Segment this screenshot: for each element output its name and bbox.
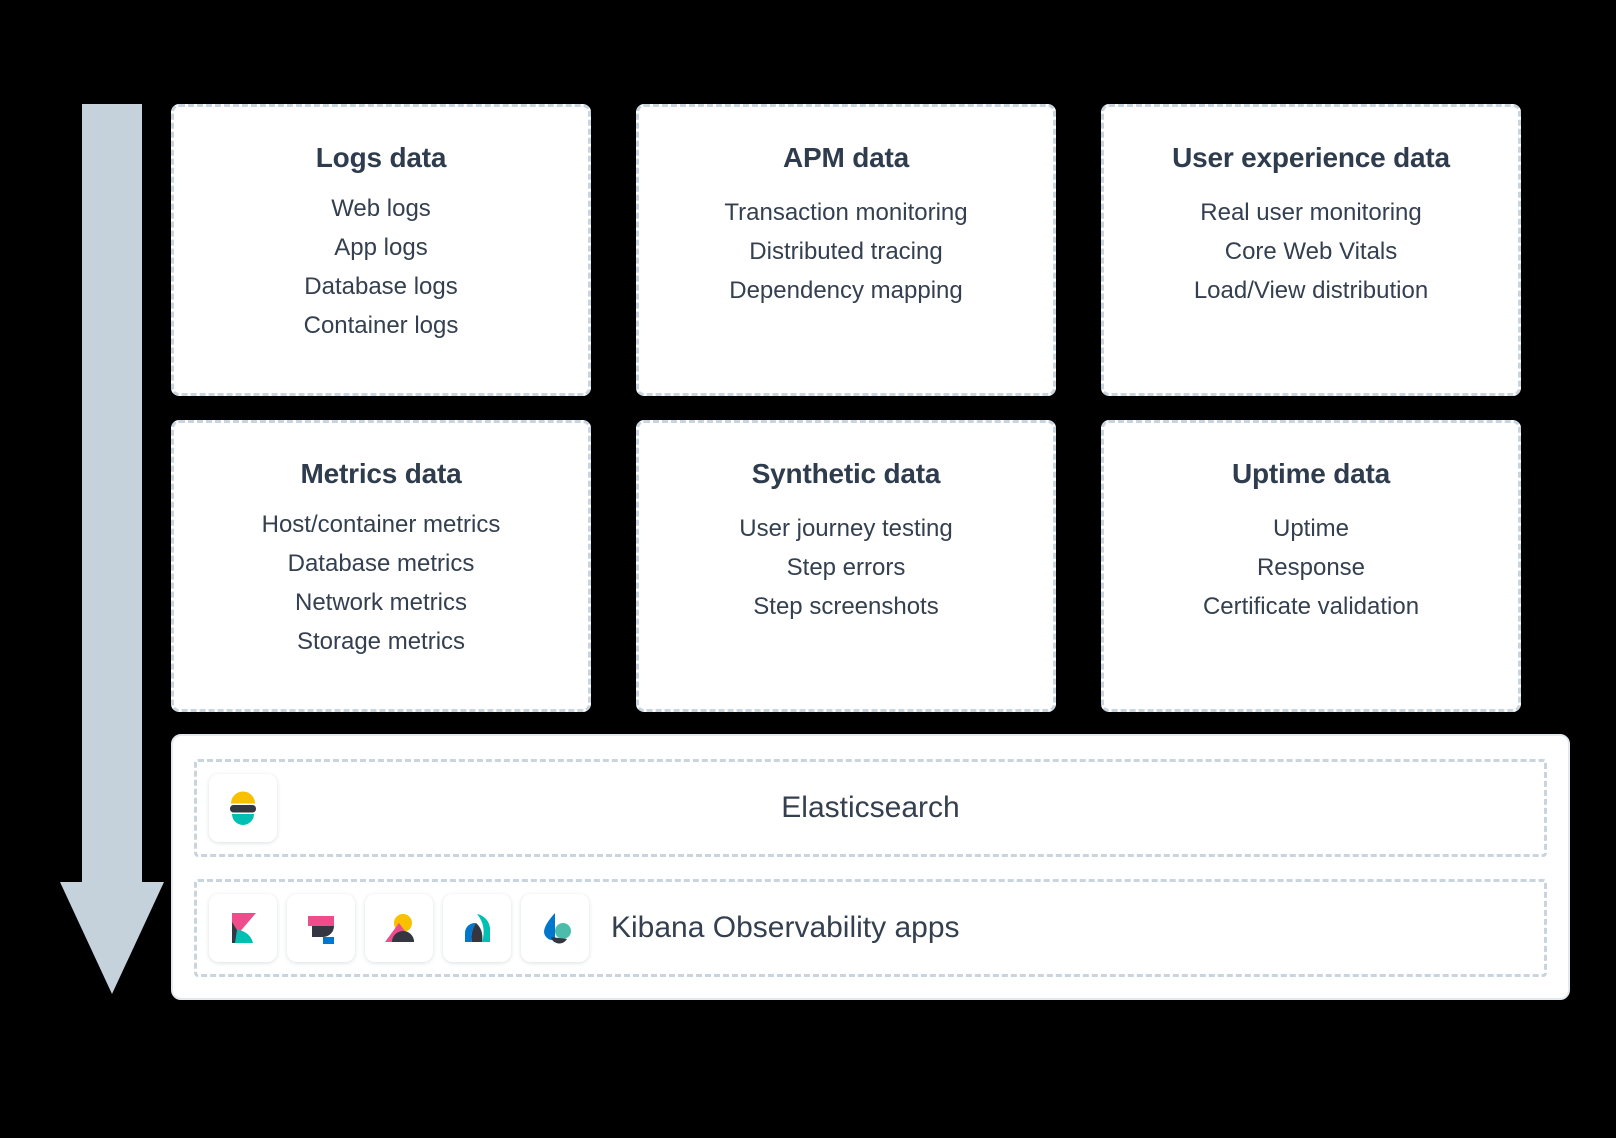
kibana-icon bbox=[209, 894, 277, 962]
elasticsearch-icon bbox=[209, 774, 277, 842]
list-item: Load/View distribution bbox=[1193, 276, 1429, 304]
list-item: Step errors bbox=[786, 553, 906, 581]
card-item-list: User journey testing Step errors Step sc… bbox=[659, 509, 1033, 626]
card-item-list: Web logs App logs Database logs Containe… bbox=[194, 189, 568, 345]
apm-app-icon bbox=[365, 894, 433, 962]
list-item: App logs bbox=[334, 233, 428, 261]
data-source-card-grid: Logs data Web logs App logs Database log… bbox=[171, 104, 1521, 712]
card-item-list: Transaction monitoring Distributed traci… bbox=[659, 193, 1033, 310]
card-item-list: Real user monitoring Core Web Vitals Loa… bbox=[1124, 193, 1498, 310]
stack-row-kibana-apps[interactable]: Kibana Observability apps bbox=[194, 879, 1547, 977]
arrow-shaft bbox=[82, 104, 142, 894]
card-apm-data[interactable]: APM data Transaction monitoring Distribu… bbox=[636, 104, 1056, 396]
list-item: User journey testing bbox=[739, 514, 953, 542]
list-item: Storage metrics bbox=[296, 627, 466, 655]
list-item: Step screenshots bbox=[753, 592, 939, 620]
list-item: Database logs bbox=[304, 272, 458, 300]
list-item: Real user monitoring bbox=[1200, 198, 1422, 226]
logs-app-icon bbox=[287, 894, 355, 962]
card-title: Uptime data bbox=[1231, 458, 1391, 489]
list-item: Uptime bbox=[1272, 514, 1350, 542]
arrow-head-icon bbox=[60, 882, 164, 994]
card-item-list: Uptime Response Certificate validation bbox=[1124, 509, 1498, 626]
card-user-experience-data[interactable]: User experience data Real user monitorin… bbox=[1101, 104, 1521, 396]
card-metrics-data[interactable]: Metrics data Host/container metrics Data… bbox=[171, 420, 591, 712]
card-uptime-data[interactable]: Uptime data Uptime Response Certificate … bbox=[1101, 420, 1521, 712]
list-item: Host/container metrics bbox=[261, 510, 501, 538]
list-item: Transaction monitoring bbox=[724, 198, 968, 226]
list-item: Response bbox=[1256, 553, 1366, 581]
card-title: Logs data bbox=[315, 142, 447, 173]
stack-row-elasticsearch[interactable]: Elasticsearch bbox=[194, 759, 1547, 857]
list-item: Distributed tracing bbox=[749, 237, 943, 265]
synthetics-app-icon bbox=[521, 894, 589, 962]
card-title: Synthetic data bbox=[751, 458, 941, 489]
card-title: User experience data bbox=[1172, 142, 1450, 173]
elastic-stack-panel: Elasticsearch bbox=[171, 734, 1570, 1000]
list-item: Certificate validation bbox=[1202, 592, 1420, 620]
list-item: Container logs bbox=[303, 311, 459, 339]
stack-label-elasticsearch: Elasticsearch bbox=[781, 791, 960, 824]
card-title: APM data bbox=[783, 142, 909, 173]
card-item-list: Host/container metrics Database metrics … bbox=[194, 505, 568, 661]
uptime-app-icon bbox=[443, 894, 511, 962]
card-logs-data[interactable]: Logs data Web logs App logs Database log… bbox=[171, 104, 591, 396]
data-flow-arrow bbox=[60, 104, 170, 1000]
list-item: Dependency mapping bbox=[729, 276, 963, 304]
list-item: Database metrics bbox=[287, 549, 475, 577]
stack-label-kibana-apps: Kibana Observability apps bbox=[611, 911, 960, 944]
card-synthetic-data[interactable]: Synthetic data User journey testing Step… bbox=[636, 420, 1056, 712]
list-item: Web logs bbox=[331, 194, 431, 222]
card-title: Metrics data bbox=[300, 458, 462, 489]
list-item: Core Web Vitals bbox=[1224, 237, 1398, 265]
list-item: Network metrics bbox=[294, 588, 468, 616]
